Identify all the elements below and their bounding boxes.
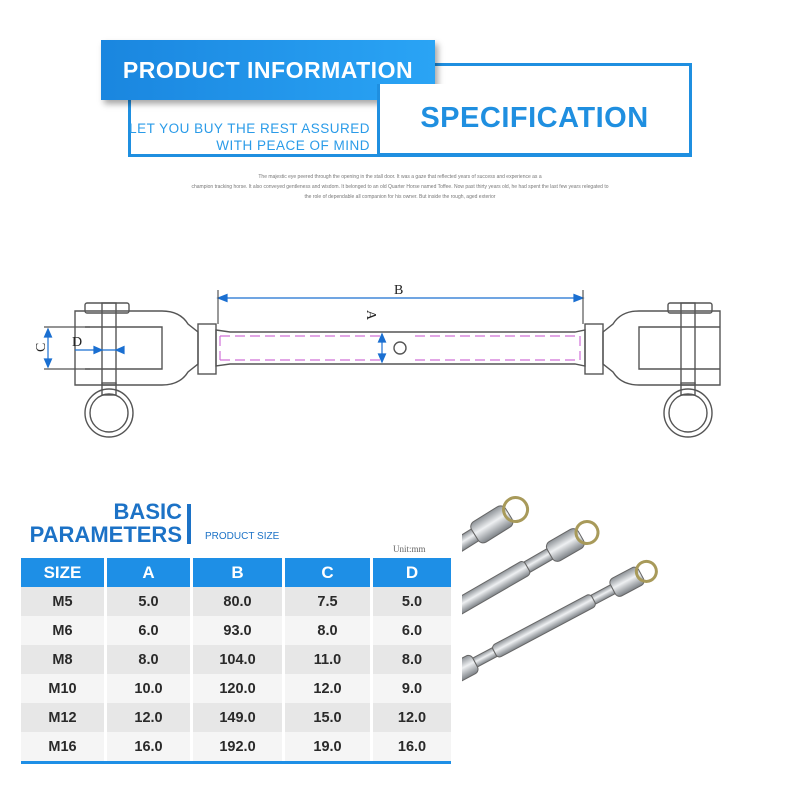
header-cell-b: B: [193, 558, 282, 587]
right-ring-inner: [668, 393, 708, 433]
right-jaw-slot: [638, 326, 720, 370]
turnbuckle-dimension-drawing: B A C D: [34, 283, 721, 438]
turnbuckle-medium: [462, 520, 600, 638]
right-pin-shaft: [680, 302, 696, 386]
title-accent-bar: [187, 504, 191, 544]
fine-print-line-1: The majestic eye peered through the open…: [258, 174, 542, 180]
left-thread-hidden-line: [219, 335, 385, 361]
dimension-b-arrow-right: [573, 293, 585, 303]
table-cell-c: 15.0: [285, 703, 373, 732]
table-cell-size: M5: [21, 587, 107, 616]
table-cell-d: 16.0: [397, 738, 427, 755]
tagline: LET YOU BUY THE REST ASSURED WITH PEACE …: [100, 120, 370, 154]
header-cell-size: SIZE: [21, 558, 104, 587]
table-cell-c: 8.0: [285, 616, 373, 645]
dimension-c-arrow-top: [43, 327, 53, 338]
dimension-a-arrow-top: [377, 332, 387, 343]
right-nut: [584, 323, 604, 375]
table-header-row: SIZE A B C D: [21, 558, 451, 587]
label-b: B: [394, 283, 403, 298]
header-cell-a: A: [107, 558, 190, 587]
turnbuckle-product-photo: [462, 496, 658, 686]
table-cell-b: 80.0: [193, 587, 285, 616]
table-cell-d: 6.0: [401, 622, 423, 639]
table-cell-d: 8.0: [401, 651, 423, 668]
table-cell-b: 192.0: [193, 732, 285, 761]
dimension-d-arrow-left: [93, 345, 104, 355]
table-cell-d: 9.0: [401, 680, 423, 697]
table-cell-c: 19.0: [285, 732, 373, 761]
table-cell-c: 12.0: [285, 674, 373, 703]
table-cell-size: M8: [21, 645, 107, 674]
barrel-body: [215, 329, 586, 367]
table-cell-size: M12: [21, 703, 107, 732]
specification-title: SPECIFICATION: [377, 84, 689, 156]
dimension-b-arrow-left: [216, 293, 228, 303]
basic-parameters-title-line-1: BASIC: [113, 499, 182, 524]
left-ring-outer: [84, 388, 134, 438]
table-cell-b: 149.0: [193, 703, 285, 732]
header-cell-c: C: [285, 558, 370, 587]
table-cell-size: M16: [21, 732, 107, 761]
table-cell-c: 7.5: [285, 587, 373, 616]
table-cell-a: 10.0: [107, 674, 193, 703]
dimension-c-arrow-bottom: [43, 358, 53, 369]
right-ring-outer: [663, 388, 713, 438]
left-pin-shaft: [101, 302, 117, 386]
basic-parameters-title-line-2: PARAMETERS: [29, 522, 182, 547]
left-jaw-slot: [85, 326, 163, 370]
left-nut: [197, 323, 217, 375]
table-cell-a: 8.0: [107, 645, 193, 674]
header-cell-d: D: [373, 558, 451, 587]
table-cell-c: 11.0: [285, 645, 373, 674]
table-cell-d: 12.0: [397, 709, 427, 726]
table-cell-b: 93.0: [193, 616, 285, 645]
basic-parameters-title: BASIC PARAMETERS: [21, 500, 182, 546]
table-cell-a: 16.0: [107, 732, 193, 761]
label-d: D: [72, 335, 82, 350]
table-cell-size: M6: [21, 616, 107, 645]
unit-label: Unit:mm: [393, 544, 426, 554]
table-cell-a: 6.0: [107, 616, 193, 645]
dimension-a-arrow-bottom: [377, 353, 387, 364]
table-cell-size: M10: [21, 674, 107, 703]
table-cell-a: 5.0: [107, 587, 193, 616]
right-thread-hidden-line: [415, 335, 581, 361]
fine-print-paragraph: The majestic eye peered through the open…: [150, 172, 650, 202]
tagline-line-2: WITH PEACE OF MIND: [216, 138, 370, 153]
label-a: A: [363, 310, 378, 321]
table-cell-d: 5.0: [401, 593, 423, 610]
right-ring-collar: [680, 382, 696, 396]
table-cell-a: 12.0: [107, 703, 193, 732]
dimension-d-arrow-right: [114, 345, 125, 355]
table-cell-b: 120.0: [193, 674, 285, 703]
left-ring-inner: [89, 393, 129, 433]
right-jaw-outline: [602, 310, 721, 386]
left-ring-collar: [101, 382, 117, 396]
fine-print-line-2: champion tracking horse. It also conveye…: [191, 184, 609, 190]
table-bottom-rule: [21, 761, 451, 764]
barrel-hole: [393, 341, 407, 355]
fine-print-line-3: the role of dependable all companion for…: [304, 194, 496, 200]
product-size-subtitle: PRODUCT SIZE: [205, 531, 280, 542]
table-cell-b: 104.0: [193, 645, 285, 674]
label-c: C: [34, 343, 49, 352]
tagline-line-1: LET YOU BUY THE REST ASSURED: [129, 121, 370, 136]
turnbuckle-large: [462, 496, 530, 558]
turnbuckle-small: [462, 559, 658, 686]
